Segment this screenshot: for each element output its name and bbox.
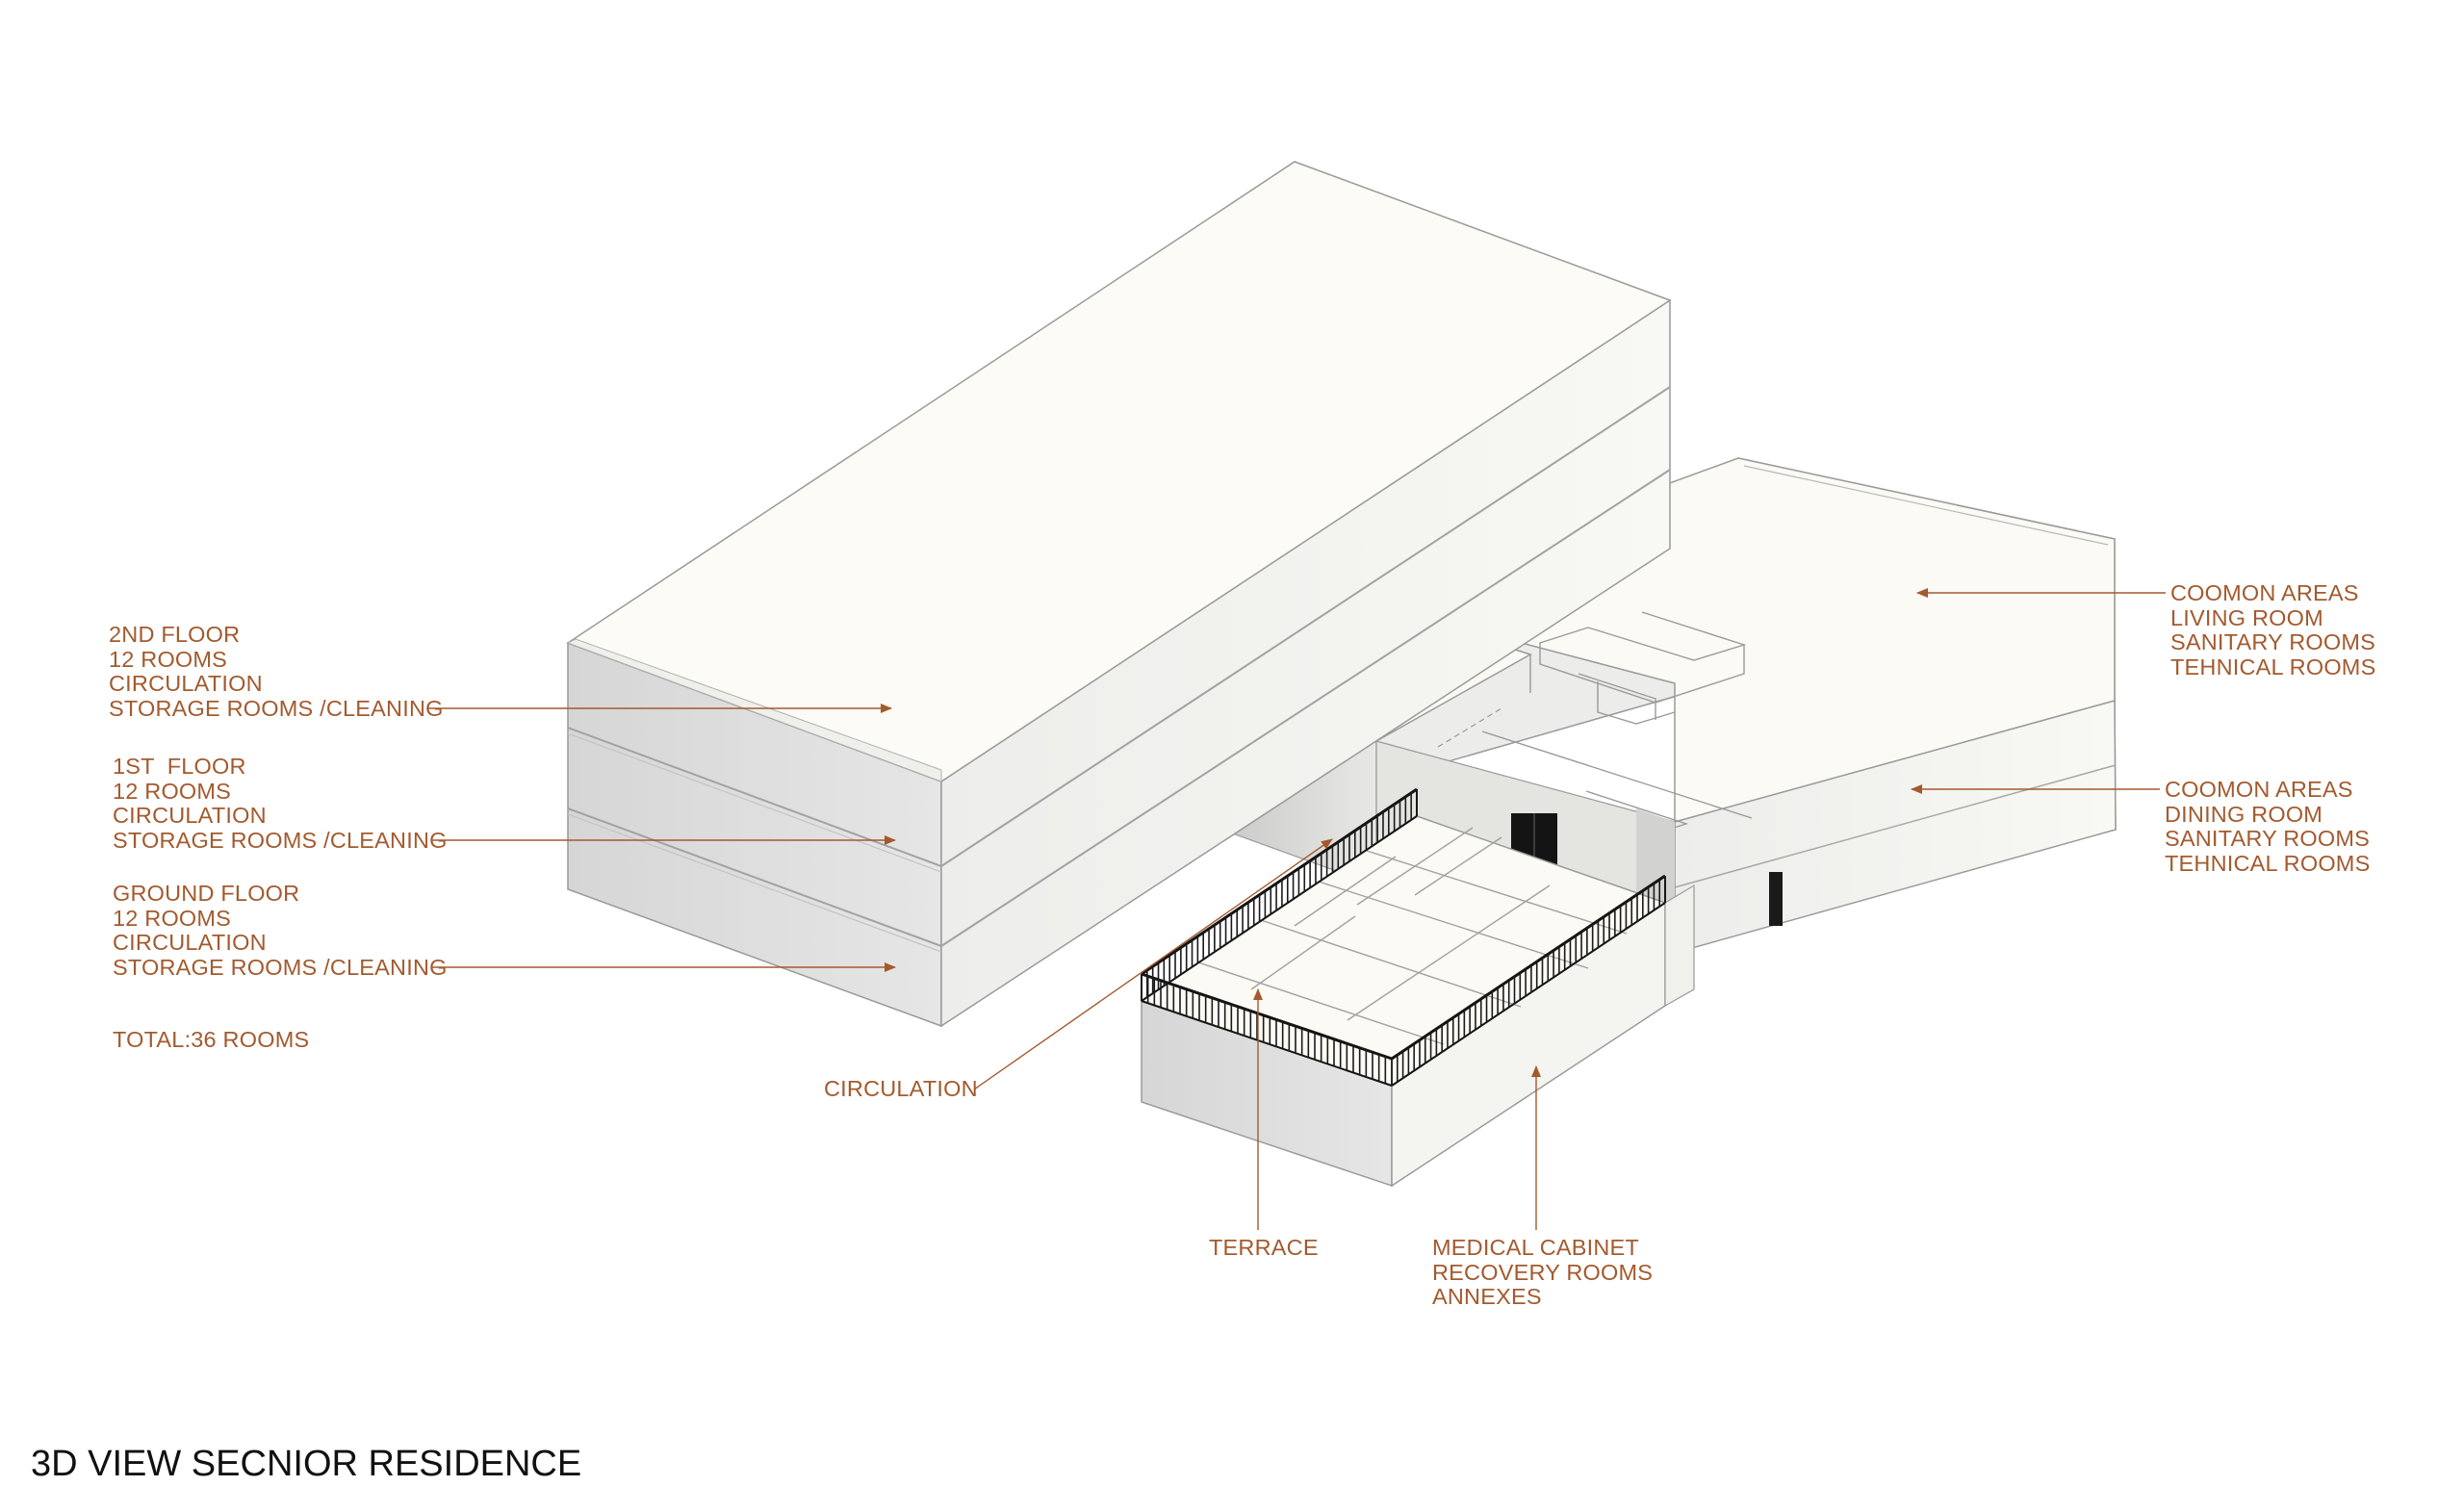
medical-block bbox=[1140, 787, 1695, 1188]
terrace-railing-balusters bbox=[1141, 789, 1666, 1086]
total-rooms-label: TOTAL:36 ROOMS bbox=[113, 1027, 310, 1052]
common-wing-side-door bbox=[1769, 872, 1783, 926]
leader-lines bbox=[427, 588, 2166, 1230]
main-block-parapet bbox=[566, 638, 942, 782]
page-title: 3D VIEW SECNIOR RESIDENCE bbox=[31, 1444, 582, 1484]
common-areas-upper-label: COOMON AREAS LIVING ROOM SANITARY ROOMS … bbox=[2170, 580, 2376, 679]
first-floor-label: 1ST FLOOR 12 ROOMS CIRCULATION STORAGE R… bbox=[113, 754, 448, 853]
circulation-label: CIRCULATION bbox=[824, 1076, 978, 1101]
second-floor-label: 2ND FLOOR 12 ROOMS CIRCULATION STORAGE R… bbox=[109, 622, 444, 721]
ground-floor-label: GROUND FLOOR 12 ROOMS CIRCULATION STORAG… bbox=[113, 881, 448, 980]
main-residence-block bbox=[566, 161, 1672, 1028]
main-block-floor-lines bbox=[567, 386, 1671, 953]
terrace-paving-lines bbox=[1197, 827, 1628, 1045]
medical-block-base-front bbox=[1664, 884, 1695, 1008]
leader-circulation bbox=[973, 838, 1333, 1090]
medical-label: MEDICAL CABINET RECOVERY ROOMS ANNEXES bbox=[1432, 1235, 1654, 1309]
common-areas-lower-label: COOMON AREAS DINING ROOM SANITARY ROOMS … bbox=[2165, 777, 2371, 876]
terrace-label: TERRACE bbox=[1209, 1235, 1319, 1260]
